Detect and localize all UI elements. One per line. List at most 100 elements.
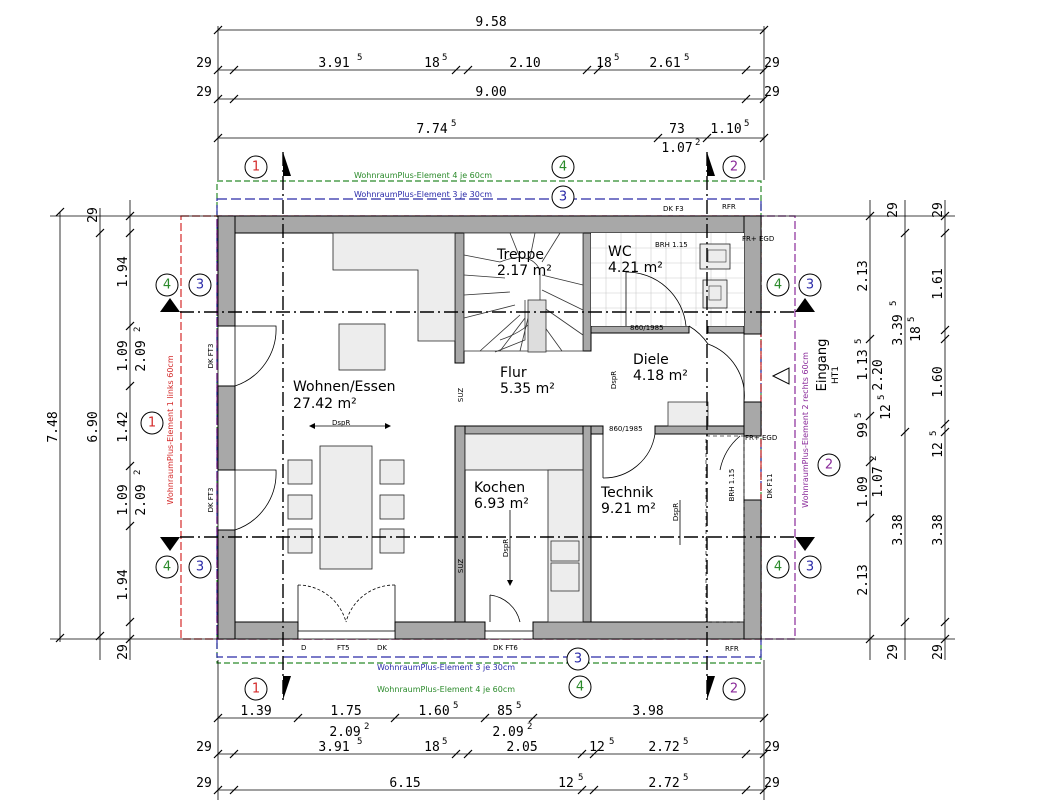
marker-left-upper-4: 4 (163, 278, 171, 293)
label-fr-egd-2: FR+ EGD (745, 434, 777, 442)
marker-bottom-4: 4 (576, 680, 584, 695)
room-diele-area: 4.18 m² (633, 368, 688, 384)
label-eingang: Eingang (815, 339, 830, 392)
dim-top-r2-5: 2.10 (509, 56, 540, 71)
marker-bottom-1: 1 (252, 682, 260, 697)
dim-bot-r1-0: 1.39 (240, 704, 271, 719)
room-treppe-name: Treppe (496, 247, 544, 263)
dim-left-seg-6: 1.09 (116, 484, 131, 515)
dim-top-r2-7: 5 (614, 53, 619, 63)
doors (217, 325, 745, 640)
dim-bot-r1b-1: 2 (364, 722, 369, 732)
dim-bot-r2-4: 5 (442, 737, 447, 747)
dim-top-r4-6: 2 (695, 138, 700, 148)
dim-left-seg-8: 2 (133, 470, 143, 475)
dim-right-c2-1: 5 (889, 301, 899, 306)
dim-bot-r3-0: 29 (196, 776, 212, 791)
dim-bot-r3-5: 5 (683, 773, 688, 783)
dim-top-r2-1: 3.91 (318, 56, 349, 71)
dim-right-c1-7: 12 (879, 404, 894, 420)
dim-right-c3-8: 29 (931, 644, 946, 660)
dim-right-c1-1: 2.13 (856, 260, 871, 291)
marker-top-2: 2 (730, 160, 738, 175)
dim-left-seg-0: 29 (86, 207, 101, 223)
dim-bot-r2-6: 12 (589, 740, 605, 755)
axis-lines (160, 152, 815, 700)
label-door-860-1: 860/1985 (630, 324, 664, 332)
label-ft5: FT5 (337, 644, 350, 652)
dim-top-overall: 9.58 (475, 15, 506, 30)
label-element1-left: WohnraumPlus-Element 1 links 60cm (166, 355, 175, 504)
dim-top-r4-0: 7.74 (416, 122, 447, 137)
right-dimensions: 29 2.13 1.13 5 2.20 99 5 12 5 1.09 1.07 … (761, 200, 955, 660)
label-brh-2: BRH 1.15 (728, 469, 736, 502)
dim-right-c3-3: 5 (907, 317, 917, 322)
dim-bot-r1-1: 1.75 (330, 704, 361, 719)
dim-bot-r3-2: 12 (558, 776, 574, 791)
axis-markers: 1 4 3 2 1 3 4 2 4 3 1 4 3 4 3 2 4 3 (140, 155, 841, 701)
marker-right-lower-3: 3 (806, 560, 814, 575)
dim-top-r3-2: 29 (764, 85, 780, 100)
dim-left-inner: 6.90 (86, 411, 101, 442)
marker-right-mid-2: 2 (825, 458, 833, 473)
dim-top-r4-2: 73 (669, 122, 685, 137)
dim-right-c3-2: 18 (909, 326, 924, 342)
dim-bot-r3-1: 6.15 (389, 776, 420, 791)
dim-right-c2-2: 3.38 (891, 514, 906, 545)
dim-right-c2-0: 3.39 (891, 314, 906, 345)
label-dspr-3: DspR (502, 539, 510, 557)
dim-right-c1-8: 5 (877, 395, 887, 400)
dim-bot-r1-2: 1.60 (418, 704, 449, 719)
marker-left-mid-1: 1 (148, 416, 156, 431)
room-technik-name: Technik (600, 485, 654, 501)
dim-bot-r2-1: 3.91 (318, 740, 349, 755)
marker-right-lower-4: 4 (774, 560, 782, 575)
dim-right-c1-6: 5 (854, 413, 864, 418)
dim-bot-r3-4: 2.72 (648, 776, 679, 791)
dim-top-r2-10: 29 (764, 56, 780, 71)
living-furniture (287, 232, 456, 570)
top-dimensions: 9.58 29 3.91 5 18 5 2.10 18 5 2.61 5 29 … (196, 15, 780, 180)
label-d: D (301, 644, 306, 652)
dim-bot-r3-3: 5 (578, 773, 583, 783)
dim-right-c3-0: 29 (931, 202, 946, 218)
room-treppe-area: 2.17 m² (497, 263, 552, 279)
label-suz-upper: SUZ (457, 388, 465, 402)
dim-bot-r3-6: 29 (764, 776, 780, 791)
dim-left-seg-7: 2.09 (134, 484, 149, 515)
dim-right-c1-12: 2.13 (856, 564, 871, 595)
wc-fixtures (591, 233, 744, 327)
room-wohnen-name: Wohnen/Essen (293, 379, 395, 395)
dim-bot-r1b-2: 2.09 (492, 725, 523, 740)
marker-left-lower-3: 3 (196, 560, 204, 575)
room-wohnen-area: 27.42 m² (293, 396, 357, 412)
dim-left-seg-2: 1.09 (116, 340, 131, 371)
marker-right-upper-3: 3 (806, 278, 814, 293)
dim-bot-r1b-0: 2.09 (329, 725, 360, 740)
dim-top-r2-8: 2.61 (649, 56, 680, 71)
dim-right-c1-3: 5 (854, 339, 864, 344)
label-suz-lower: SUZ (457, 559, 465, 573)
dim-left-seg-3: 2.09 (134, 340, 149, 371)
label-dk-ft3-upper: DK FT3 (207, 344, 215, 369)
dim-right-c1-0: 29 (886, 202, 901, 218)
dim-right-c1-5: 99 (856, 422, 871, 438)
dim-bot-r2-5: 2.05 (506, 740, 537, 755)
label-dspr-1: DspR (332, 419, 350, 427)
dim-left-seg-10: 29 (116, 644, 131, 660)
dim-bot-r2-7: 5 (609, 737, 614, 747)
label-element3-bottom: WohnraumPlus-Element 3 je 30cm (377, 663, 515, 672)
label-ht1: HT1 (831, 366, 841, 384)
dim-bot-r2-10: 29 (764, 740, 780, 755)
dim-bot-r2-9: 5 (683, 737, 688, 747)
dim-top-r4-3: 1.10 (710, 122, 741, 137)
dim-top-r2-3: 18 (424, 56, 440, 71)
label-door-860-2: 860/1985 (609, 425, 643, 433)
marker-top-3: 3 (559, 190, 567, 205)
dim-top-r3-0: 29 (196, 85, 212, 100)
room-technik-area: 9.21 m² (601, 501, 656, 517)
dim-top-r2-6: 18 (596, 56, 612, 71)
tech-labels: DK FT3 DK FT3 DK F11 DK F3 RFR RFR D FT5… (207, 203, 841, 653)
label-fr-egd-1: FR+ EGD (742, 235, 774, 243)
